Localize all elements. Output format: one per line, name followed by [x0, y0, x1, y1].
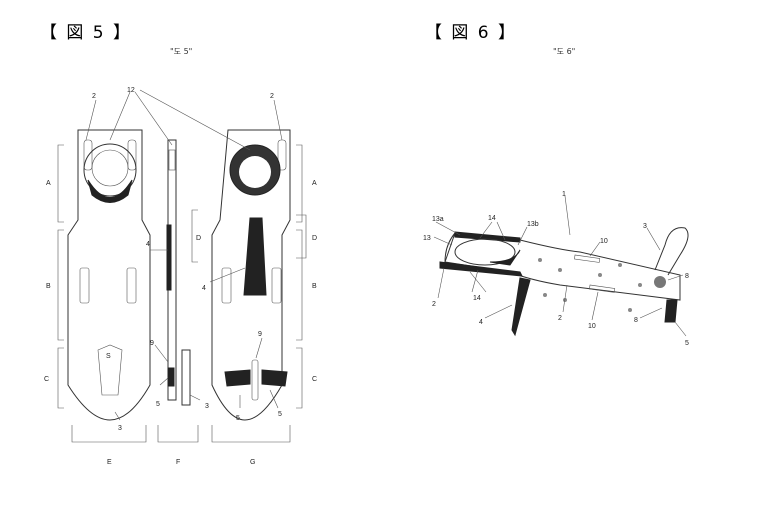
- figure-5-side-view: [166, 139, 191, 406]
- ref-label: 8: [685, 273, 689, 280]
- figure-6-heading: 【 図 6 】: [425, 23, 518, 43]
- ref-label: 9: [258, 331, 262, 338]
- ref-label: G: [250, 459, 255, 466]
- figure-5-heading: 【 図 5 】: [40, 23, 133, 43]
- figure-5-bottom-view: [211, 129, 291, 421]
- ref-label: 8: [634, 317, 638, 324]
- ref-label: C: [312, 376, 317, 383]
- ref-label: 10: [588, 323, 596, 330]
- ref-label: 13b: [527, 221, 539, 228]
- ref-label: 13a: [432, 216, 444, 223]
- ref-label: 5: [278, 411, 282, 418]
- ref-label: F: [176, 459, 180, 466]
- ref-label: 9: [150, 340, 154, 347]
- figure-5-reference-labels: 2 12 2 A A D D B B 4 4 C C 9 9 3 3 5 5 5…: [44, 87, 317, 466]
- figure-5-dimension-brackets: [57, 89, 307, 443]
- figure-5-top-view: [67, 129, 151, 421]
- figure-6-caption: "도 6": [553, 47, 576, 56]
- ref-label: 3: [205, 403, 209, 410]
- ref-label: 4: [146, 241, 150, 248]
- ref-label: 2: [270, 93, 274, 100]
- ref-label: A: [46, 180, 51, 187]
- ref-label: 3: [643, 223, 647, 230]
- ref-label: D: [312, 235, 317, 242]
- ref-label: C: [44, 376, 49, 383]
- ref-label: 5: [156, 401, 160, 408]
- figure-6-leader-lines: [433, 195, 687, 337]
- ref-label: 3: [118, 425, 122, 432]
- figure-5-caption: "도 5": [170, 47, 193, 56]
- ref-label: E: [107, 459, 112, 466]
- ref-label: 2: [558, 315, 562, 322]
- ref-label: 2: [92, 93, 96, 100]
- ref-label: 1: [562, 191, 566, 198]
- ref-label: D: [196, 235, 201, 242]
- ref-label: 2: [432, 301, 436, 308]
- ref-label: 4: [202, 285, 206, 292]
- ref-label: B: [312, 283, 317, 290]
- ref-label: 12: [127, 87, 135, 94]
- ref-label: 5: [685, 340, 689, 347]
- ref-label: 4: [479, 319, 483, 326]
- ref-label: 14: [473, 295, 481, 302]
- ref-label: 5: [236, 415, 240, 422]
- ref-label: 13: [423, 235, 431, 242]
- ref-label: 14: [488, 215, 496, 222]
- ref-label: B: [46, 283, 51, 290]
- figure-6-perspective-view: [439, 227, 689, 337]
- ref-label: S: [106, 353, 111, 360]
- ref-label: A: [312, 180, 317, 187]
- ref-label: 10: [600, 238, 608, 245]
- figure-6-reference-labels: 1 13a 14 13b 13 10 3 8 2 14 4 2 10 8 5: [423, 191, 689, 347]
